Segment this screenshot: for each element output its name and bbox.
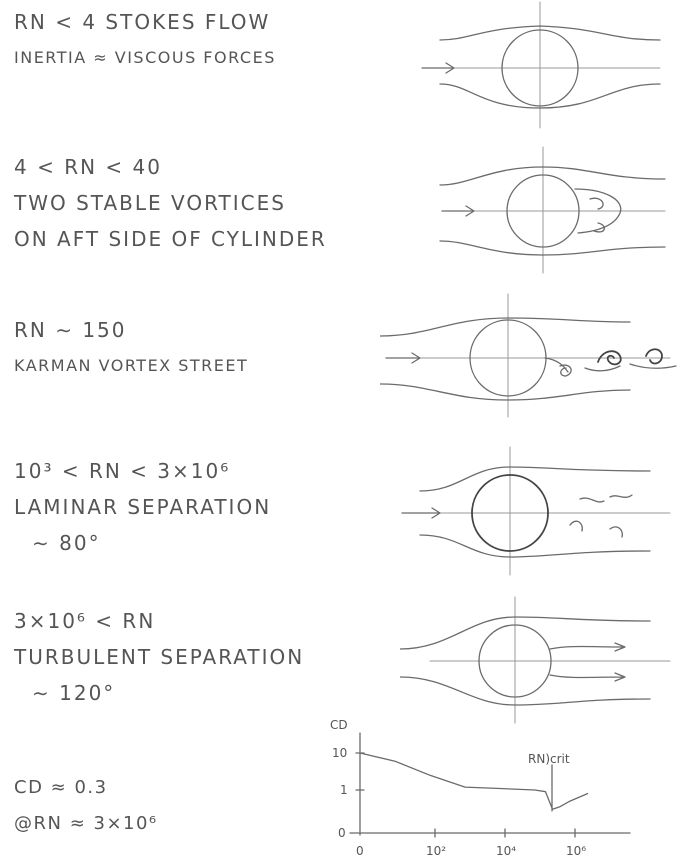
laminar-separation-sketch [400, 445, 680, 580]
y-tick-label: 0 [338, 826, 346, 840]
cd-vs-rn-chart: CD 10 1 0 0 10² 10⁴ 10⁶ RN)crit [320, 715, 660, 860]
regime-karman: RN ∼ 150 KARMAN VORTEX STREET [0, 292, 689, 422]
regime-title: 4 < RN < 40 [14, 155, 162, 179]
regime-desc: INERTIA ≈ VISCOUS FORCES [14, 48, 276, 67]
regime-title: 10³ < RN < 3×10⁶ [14, 459, 231, 483]
regime-label: RN < 4 STOKES FLOW INERTIA ≈ VISCOUS FOR… [14, 4, 276, 76]
two-vortex-sketch [430, 145, 680, 275]
regime-desc: KARMAN VORTEX STREET [14, 356, 249, 375]
cd-curve [359, 752, 589, 810]
y-tick-label: 10 [332, 746, 347, 760]
x-tick-label: 10² [426, 844, 446, 858]
regime-laminar: 10³ < RN < 3×10⁶ LAMINAR SEPARATION ∼ 80… [0, 445, 689, 580]
regime-desc: LAMINAR SEPARATION [14, 495, 272, 519]
regime-label: 3×10⁶ < RN TURBULENT SEPARATION ∼ 120° [14, 603, 304, 711]
cd-note-line1: CD ≈ 0.3 [14, 777, 108, 798]
regime-two-vortices: 4 < RN < 40 TWO STABLE VORTICES ON AFT S… [0, 145, 689, 275]
regime-label: 10³ < RN < 3×10⁶ LAMINAR SEPARATION ∼ 80… [14, 453, 271, 561]
regime-label: 4 < RN < 40 TWO STABLE VORTICES ON AFT S… [14, 149, 327, 257]
regime-desc: ON AFT SIDE OF CYLINDER [14, 227, 327, 251]
y-axis-label: CD [330, 718, 348, 732]
regime-title: 3×10⁶ < RN [14, 609, 156, 633]
regime-desc: ∼ 120° [32, 681, 116, 705]
turbulent-separation-sketch [400, 595, 680, 725]
regime-desc: TURBULENT SEPARATION [14, 645, 305, 669]
regime-title: RN < 4 STOKES FLOW [14, 10, 271, 34]
regime-title: RN ∼ 150 [14, 318, 127, 342]
x-tick-label: 10⁶ [566, 844, 586, 858]
cd-note-line2: @RN ≈ 3×10⁶ [14, 813, 158, 834]
regime-stokes: RN < 4 STOKES FLOW INERTIA ≈ VISCOUS FOR… [0, 0, 689, 130]
x-tick-label: 0 [356, 844, 364, 858]
regime-turbulent: 3×10⁶ < RN TURBULENT SEPARATION ∼ 120° [0, 595, 689, 725]
regime-desc: ∼ 80° [32, 531, 101, 555]
stokes-flow-sketch [410, 0, 680, 130]
cd-note: CD ≈ 0.3 @RN ≈ 3×10⁶ [14, 770, 158, 842]
critical-annotation: RN)crit [528, 752, 570, 766]
y-tick-label: 1 [340, 783, 348, 797]
x-tick-label: 10⁴ [496, 844, 516, 858]
karman-street-sketch [380, 292, 680, 422]
regime-label: RN ∼ 150 KARMAN VORTEX STREET [14, 312, 248, 384]
regime-desc: TWO STABLE VORTICES [14, 191, 286, 215]
